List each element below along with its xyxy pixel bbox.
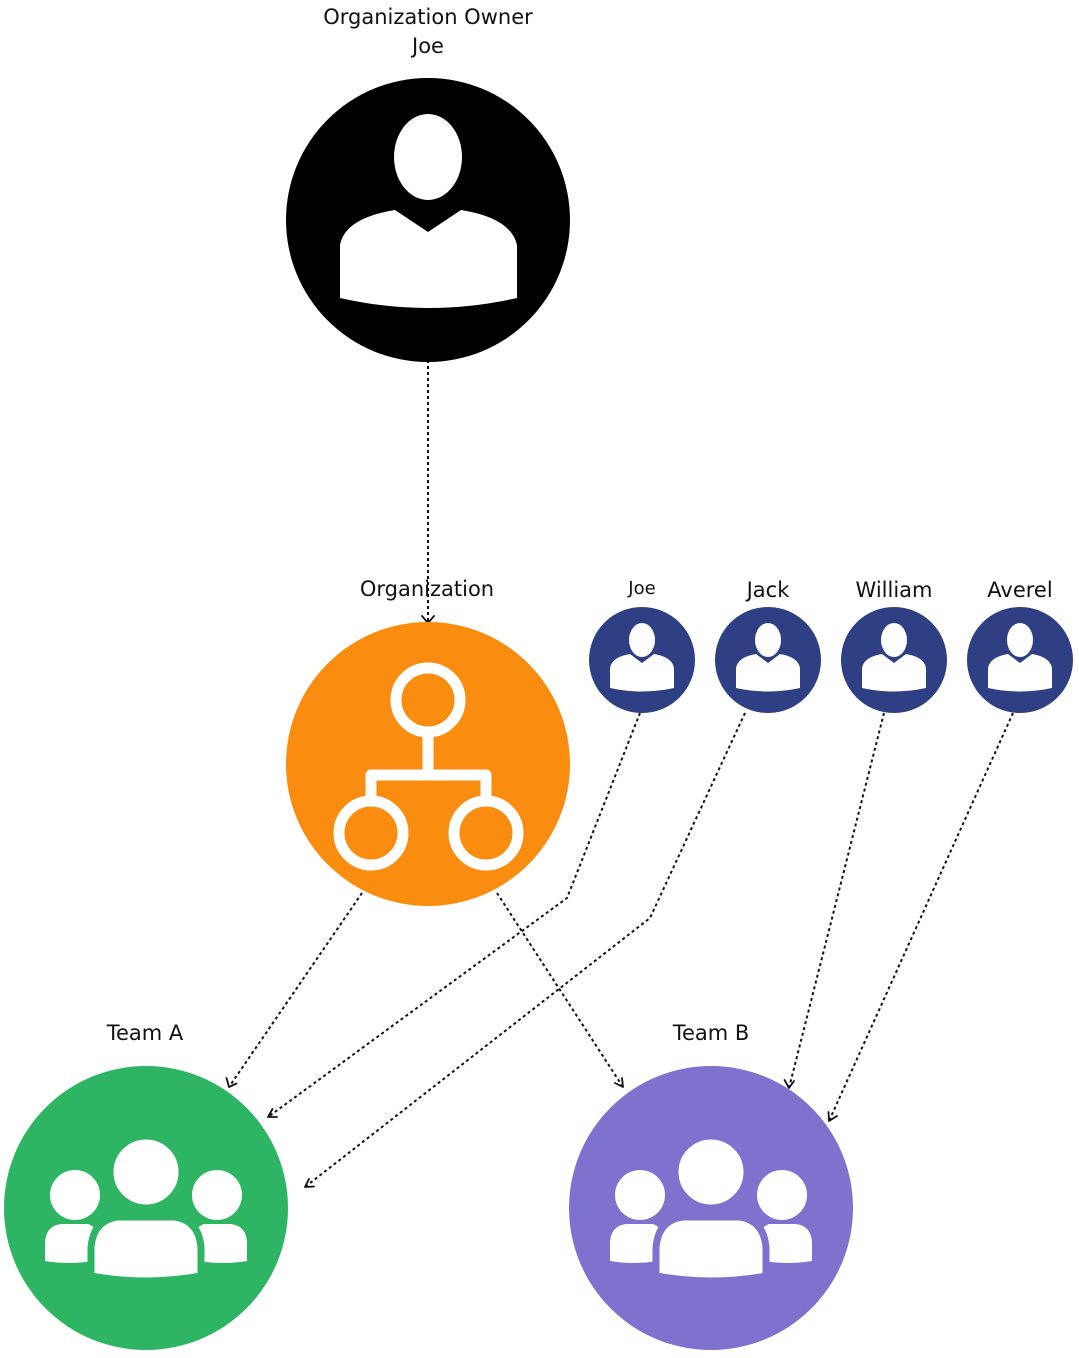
organization-label: Organization: [360, 577, 494, 601]
edge-joe-to-team-a: [267, 712, 641, 1118]
member-circle: [841, 607, 947, 713]
member-circle: [589, 607, 695, 713]
org-chart-icon: [333, 662, 524, 871]
organization-node: Organization: [286, 577, 570, 906]
person-icon: [340, 114, 517, 308]
edge-jack-to-team-a: [304, 712, 746, 1188]
owner-name: Joe: [410, 34, 444, 58]
owner-title: Organization Owner: [323, 5, 533, 29]
edge-organization-to-team-a: [225, 892, 363, 1088]
edges: [225, 360, 1014, 1188]
member-name: Jack: [745, 578, 791, 602]
member-name: Averel: [987, 578, 1052, 602]
member-joe: Joe: [589, 578, 695, 713]
member-william: William: [841, 578, 947, 713]
member-circle: [715, 607, 821, 713]
edge-william-to-team-b: [783, 712, 885, 1089]
owner-node: Organization Owner Joe: [286, 5, 570, 362]
team-b-node: Team B: [569, 1021, 853, 1350]
edge-averel-to-team-b: [827, 712, 1014, 1122]
team-b-label: Team B: [672, 1021, 750, 1045]
team-a-label: Team A: [106, 1021, 184, 1045]
person-icon: [736, 623, 800, 692]
member-averel: Averel: [967, 578, 1073, 713]
group-icon: [45, 1132, 247, 1285]
person-icon: [610, 623, 674, 692]
member-jack: Jack: [715, 578, 821, 713]
edge-organization-to-team-b: [496, 892, 624, 1088]
group-icon: [610, 1132, 812, 1285]
team-a-node: Team A: [4, 1021, 288, 1350]
person-icon: [862, 623, 926, 692]
member-name: William: [856, 578, 933, 602]
member-circle: [967, 607, 1073, 713]
member-name: Joe: [627, 578, 655, 599]
members: Joe Jack William Averel: [589, 578, 1073, 713]
person-icon: [988, 623, 1052, 692]
